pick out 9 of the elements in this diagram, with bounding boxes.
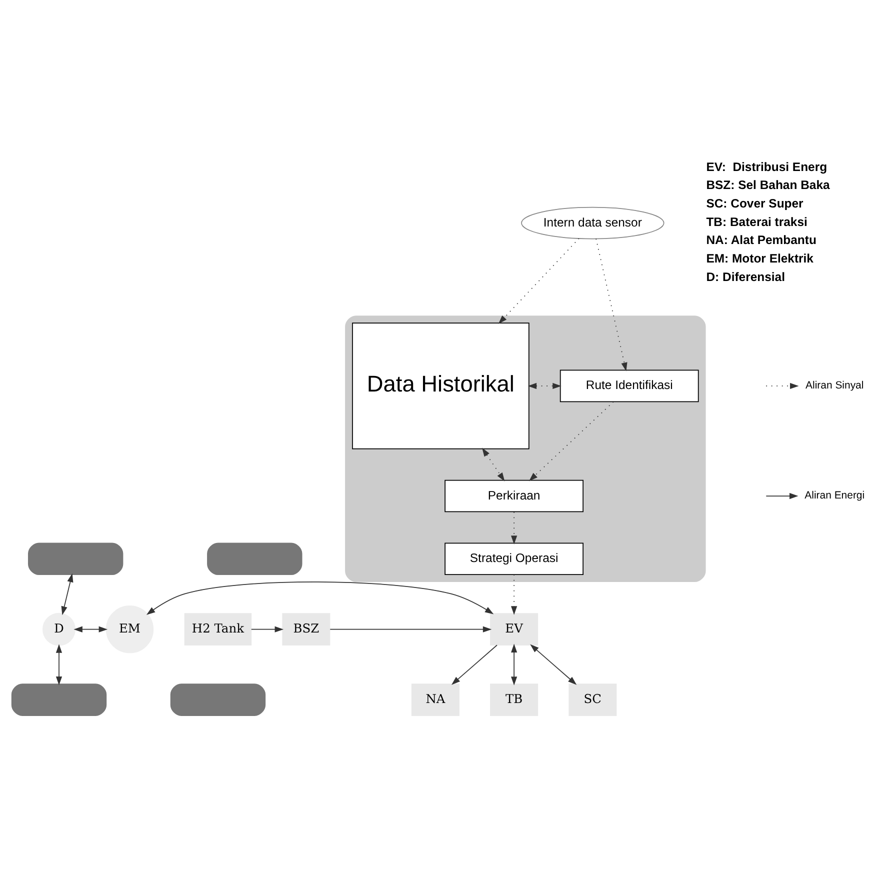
label: BSZ: Sel Bahan Baka [706,178,830,192]
label: NA: Alat Pembantu [706,233,816,248]
legend-label: Aliran Energi [804,490,865,502]
label: TB: Baterai traksi [706,214,808,229]
label: EV: Distribusi Energ [706,160,828,174]
label: SC: Cover Super [706,196,804,211]
label: EM: Motor Elektrik [706,252,814,266]
label: D: Diferensial [706,270,785,284]
legend-label: Aliran Sinyal [806,380,864,392]
